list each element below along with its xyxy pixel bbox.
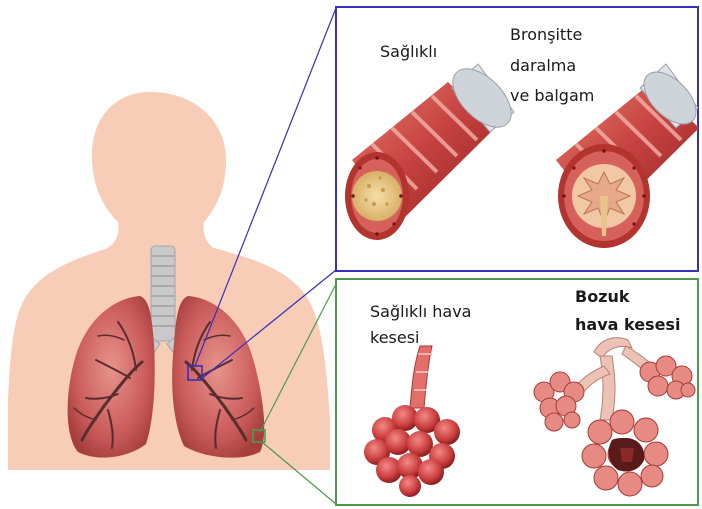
healthy-alveolus-label-line-2: kesesi: [370, 328, 420, 347]
damaged-alveolus-label-line-2: hava kesesi: [575, 315, 680, 334]
bronchitis-label-line-1: Bronşitte: [510, 25, 582, 44]
damaged-alveolus-label-line-1: Bozuk: [575, 287, 630, 306]
healthy-airway-label: Sağlıklı: [380, 42, 437, 61]
bronchitis-label-line-3: ve balgam: [510, 86, 594, 105]
bronchitis-label-line-2: daralma: [510, 56, 576, 75]
healthy-alveolus-label-line-1: Sağlıklı hava: [370, 302, 471, 321]
